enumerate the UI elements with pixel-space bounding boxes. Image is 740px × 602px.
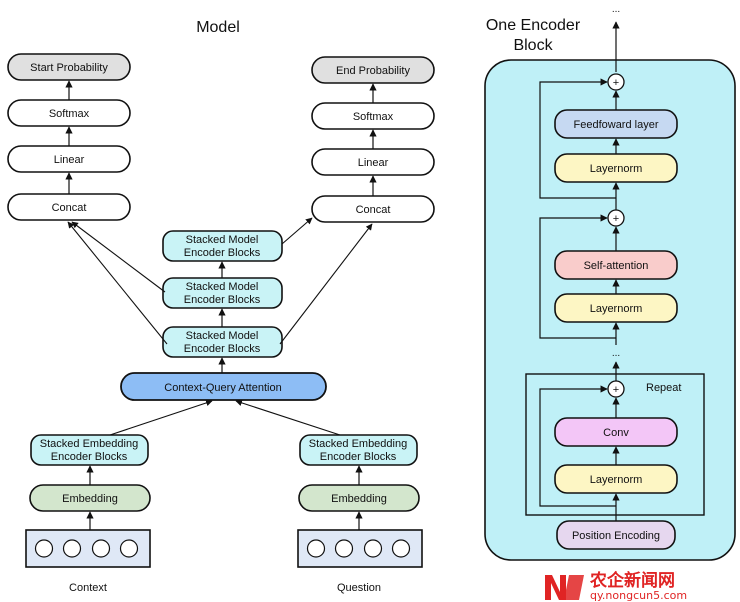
conv-label: Conv (603, 427, 629, 439)
context-query-attention-box: Context-Query Attention (120, 372, 327, 401)
stacked-model-top-line2: Encoder Blocks (184, 247, 261, 259)
context-label: Context (69, 582, 107, 594)
linear-left-box: Linear (7, 145, 131, 173)
repeat-label: Repeat (646, 382, 681, 394)
layernorm-box-3: Layernorm (554, 464, 678, 494)
watermark: 农企新闻网 qy.nongcun5.com (545, 570, 687, 602)
model-title: Model (196, 19, 240, 36)
end-probability-box: End Probability (311, 56, 435, 84)
add-sign-top: + (613, 77, 619, 89)
arrow-embed-left-to-attention (109, 399, 213, 436)
self-attention-label: Self-attention (584, 260, 649, 272)
concat-right-box: Concat (311, 195, 435, 223)
softmax-right-label: Softmax (353, 111, 394, 123)
layernorm-label-2: Layernorm (590, 303, 643, 315)
layernorm-box-2: Layernorm (554, 293, 678, 323)
softmax-left-label: Softmax (49, 108, 90, 120)
watermark-url: qy.nongcun5.com (590, 589, 687, 602)
embedding-right-label: Embedding (331, 493, 387, 505)
encoder-title-line2: Block (513, 37, 553, 54)
residual-connection-top (539, 78, 616, 199)
stacked-embedding-left-line1: Stacked Embedding (40, 438, 138, 450)
feedforward-layer-box: Feedfoward layer (554, 109, 678, 139)
stacked-model-bottom-line1: Stacked Model (186, 330, 259, 342)
residual-connection-middle (539, 214, 616, 339)
arrow-bottom-to-concat-left (67, 221, 168, 345)
linear-right-box: Linear (311, 148, 435, 176)
end-probability-label: End Probability (336, 65, 410, 77)
concat-left-label: Concat (52, 202, 87, 214)
embedding-left-label: Embedding (62, 493, 118, 505)
stacked-model-block-bottom: Stacked Model Encoder Blocks (162, 326, 283, 358)
linear-left-label: Linear (54, 154, 85, 166)
stacked-embedding-left-line2: Encoder Blocks (51, 451, 128, 463)
arrow-bottom-to-concat-right (279, 223, 373, 345)
stacked-model-block-top: Stacked Model Encoder Blocks (162, 230, 283, 262)
layernorm-label-3: Layernorm (590, 474, 643, 486)
position-encoding-label: Position Encoding (572, 530, 660, 542)
softmax-left-box: Softmax (7, 99, 131, 127)
stacked-model-middle-line2: Encoder Blocks (184, 294, 261, 306)
arrow-middle-to-concat-left (71, 221, 166, 293)
watermark-name: 农企新闻网 (589, 570, 675, 591)
add-sign-middle: + (613, 213, 619, 225)
add-sign-repeat: + (613, 384, 619, 396)
arrow-top-to-concat-right (281, 217, 313, 245)
arrow-embed-right-to-attention (235, 399, 341, 436)
context-query-attention-label: Context-Query Attention (164, 382, 281, 394)
watermark-logo-icon (545, 575, 584, 600)
ellipsis-top: ... (612, 4, 620, 15)
softmax-right-box: Softmax (311, 102, 435, 130)
start-probability-box: Start Probability (7, 53, 131, 81)
concat-left-box: Concat (7, 193, 131, 221)
embedding-right-box: Embedding (298, 484, 420, 512)
embedding-left-box: Embedding (29, 484, 151, 512)
feedforward-layer-label: Feedfoward layer (574, 119, 659, 131)
encoder-title-line1: One Encoder (486, 17, 581, 34)
concat-right-label: Concat (356, 204, 391, 216)
stacked-model-top-line1: Stacked Model (186, 234, 259, 246)
ellipsis-middle: ... (612, 348, 620, 359)
linear-right-label: Linear (358, 157, 389, 169)
layernorm-box-1: Layernorm (554, 153, 678, 183)
conv-box: Conv (554, 417, 678, 447)
stacked-model-middle-line1: Stacked Model (186, 281, 259, 293)
stacked-embedding-right-line1: Stacked Embedding (309, 438, 407, 450)
position-encoding-box: Position Encoding (556, 520, 676, 550)
stacked-model-block-middle: Stacked Model Encoder Blocks (162, 277, 283, 309)
question-input-vector (297, 529, 423, 568)
layernorm-label-1: Layernorm (590, 163, 643, 175)
context-input-vector (25, 529, 151, 568)
question-label: Question (337, 582, 381, 594)
stacked-model-bottom-line2: Encoder Blocks (184, 343, 261, 355)
repeat-box (525, 373, 705, 516)
start-probability-label: Start Probability (30, 62, 108, 74)
add-circle-top (607, 73, 625, 91)
self-attention-box: Self-attention (554, 250, 678, 280)
residual-connection-repeat (539, 385, 616, 507)
stacked-embedding-block-left: Stacked Embedding Encoder Blocks (30, 434, 149, 466)
stacked-embedding-block-right: Stacked Embedding Encoder Blocks (299, 434, 418, 466)
stacked-embedding-right-line2: Encoder Blocks (320, 451, 397, 463)
